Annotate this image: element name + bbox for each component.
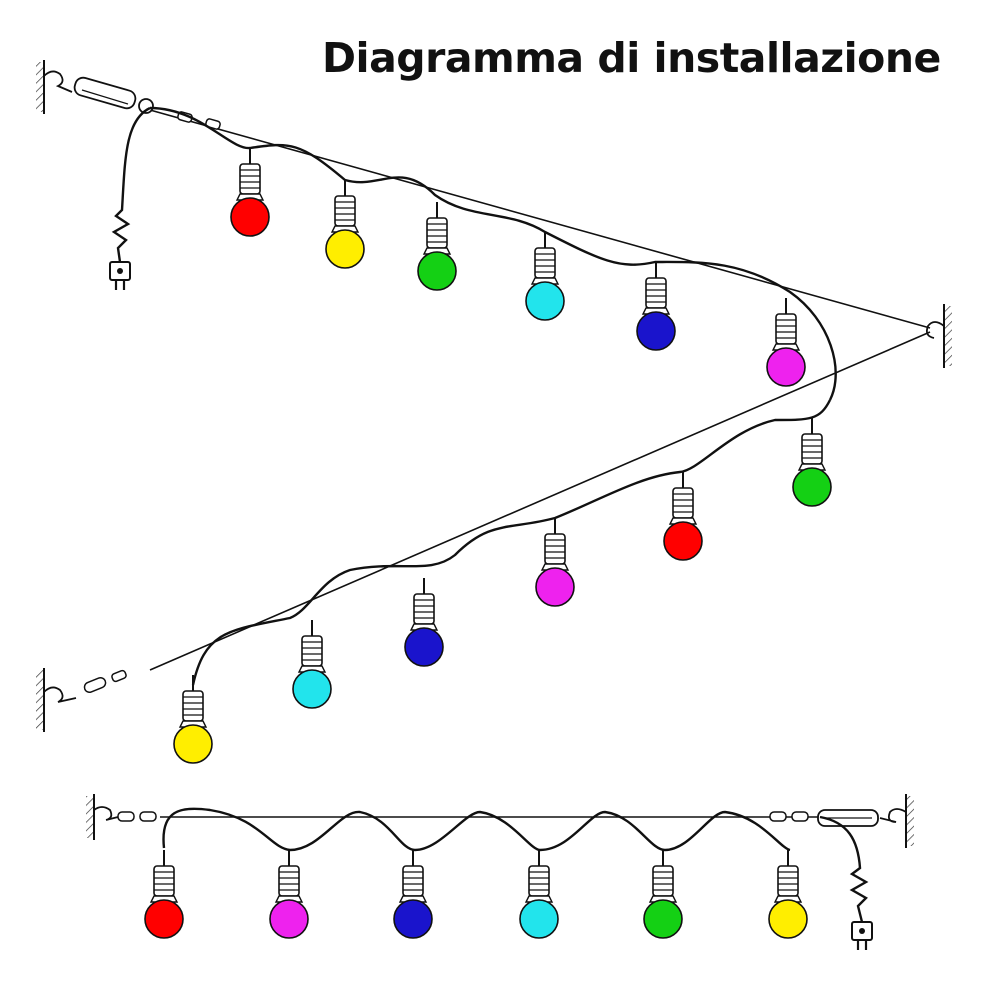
bulb-cyan xyxy=(525,232,565,321)
light-cable-lower xyxy=(191,399,832,686)
bulb-magenta xyxy=(766,298,806,387)
diagram-title: Diagramma di installazione xyxy=(322,34,941,82)
bulb-green xyxy=(643,850,683,939)
cable-clips-bottom-left xyxy=(83,669,127,693)
light-cable-horizontal xyxy=(162,807,791,852)
bulb-blue xyxy=(393,850,433,939)
bulb-blue xyxy=(636,262,676,351)
wall-mount-horizontal-right xyxy=(879,794,914,848)
wall-mount-horizontal-left xyxy=(86,794,123,840)
power-cord-top xyxy=(111,106,151,263)
bulb-cyan xyxy=(292,620,332,709)
bulb-green xyxy=(792,418,832,507)
turnbuckle-top xyxy=(73,76,154,114)
support-wire-upper xyxy=(149,109,931,329)
bulb-red xyxy=(144,850,184,939)
bulb-green xyxy=(417,202,457,291)
power-cord-bottom xyxy=(819,815,869,923)
power-plug-bottom xyxy=(851,921,873,950)
bulb-red xyxy=(230,148,270,237)
power-plug-top xyxy=(109,261,131,290)
support-wire-lower xyxy=(149,331,931,671)
bulb-cyan xyxy=(519,850,559,939)
bulb-yellow xyxy=(768,850,808,939)
wall-mount-right xyxy=(925,304,952,368)
wall-mount-top-left xyxy=(36,60,73,114)
wall-mount-bottom-left xyxy=(36,668,77,732)
bulb-yellow xyxy=(173,675,213,764)
bulb-magenta xyxy=(535,518,575,607)
bulb-red xyxy=(663,472,703,561)
bulb-magenta xyxy=(269,850,309,939)
cable-clips-horizontal xyxy=(117,811,809,822)
light-cable-upper xyxy=(149,106,837,401)
bulb-yellow xyxy=(325,180,365,269)
bulb-blue xyxy=(404,578,444,667)
